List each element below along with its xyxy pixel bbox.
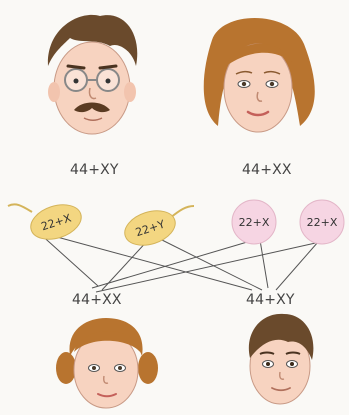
father-face (47, 14, 138, 135)
mother-karyotype: 44+XX (242, 162, 292, 178)
mother-face (203, 17, 315, 133)
egg2-to-daughter-line (95, 241, 321, 293)
egg-gamete-2 (299, 199, 345, 245)
sperm2-to-daughter-line (101, 237, 151, 291)
daughter-karyotype: 44+XX (72, 292, 122, 308)
egg1-to-daughter-line (91, 239, 255, 289)
egg-gamete-1 (231, 199, 277, 245)
sperm-gamete-2 (124, 205, 195, 246)
cross-lines (37, 231, 321, 293)
boy-face (248, 313, 314, 405)
egg-1-label: 22+X (239, 216, 270, 229)
son-karyotype: 44+XY (246, 292, 295, 308)
girl-face (56, 318, 158, 409)
sperm1-to-daughter-line (37, 231, 99, 287)
egg-2-label: 22+X (307, 216, 338, 229)
sperm-gamete-1 (7, 203, 82, 240)
father-karyotype: 44+XY (70, 162, 119, 178)
sperm2-to-son-line (157, 237, 263, 291)
egg2-to-son-line (275, 241, 319, 291)
egg1-to-son-line (259, 239, 269, 289)
sperm1-to-son-line (45, 233, 253, 291)
